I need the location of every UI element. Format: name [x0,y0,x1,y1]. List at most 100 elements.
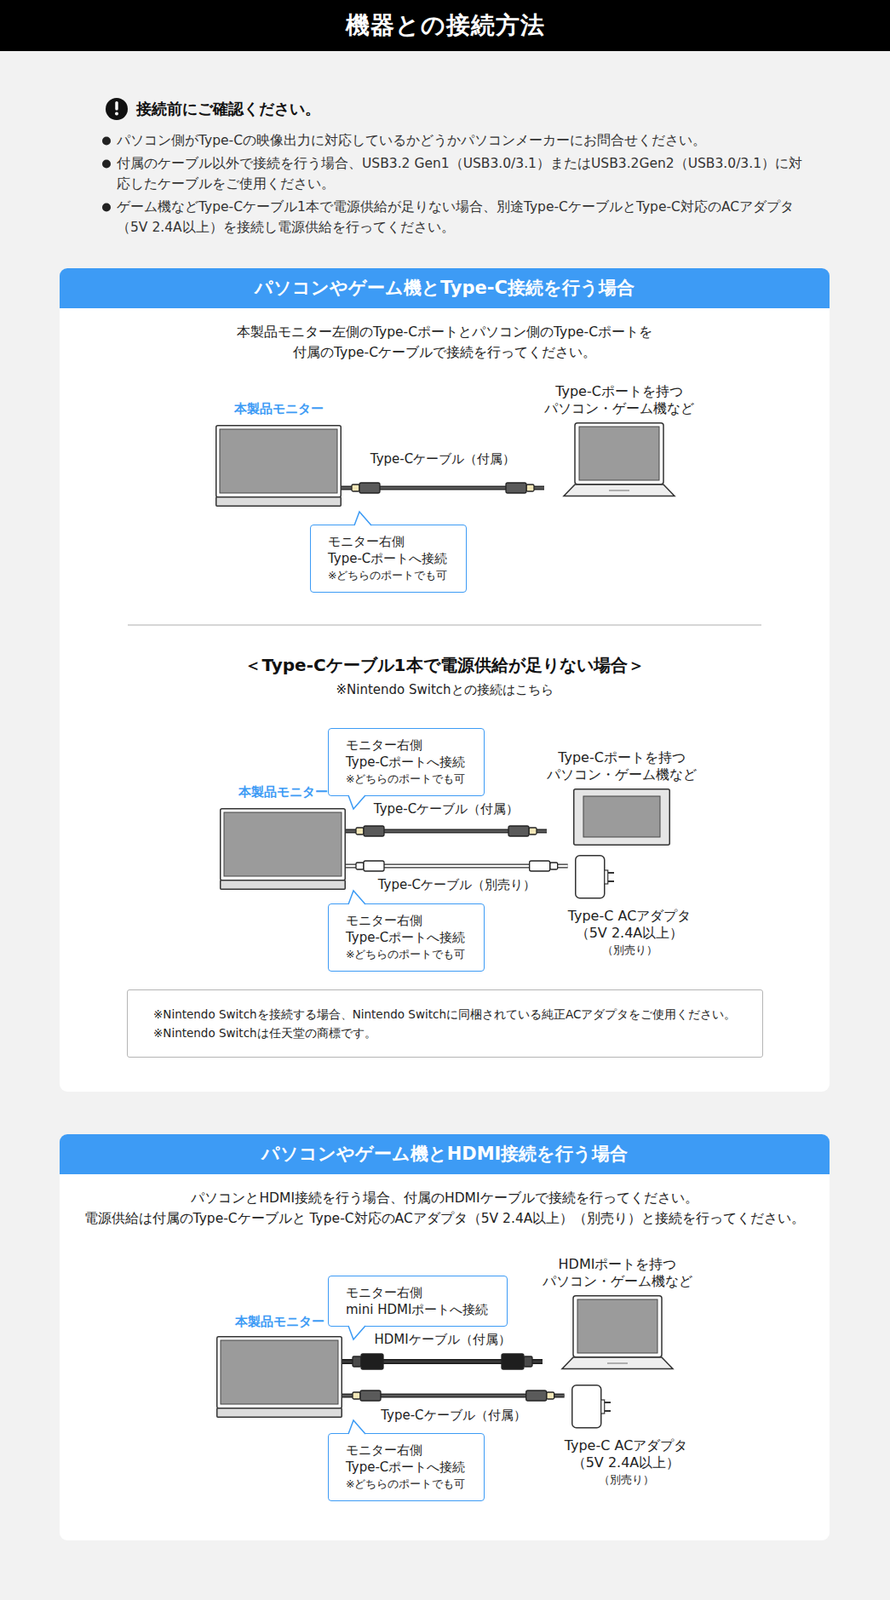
icon-dot [114,112,119,116]
pointer-fill [348,795,366,810]
plug-body [526,1390,547,1402]
laptop-screen [579,426,660,481]
adapter-picture [574,855,616,900]
monitor-frame [217,1337,343,1409]
callout-text: ※どちらのポートでも可 [345,770,466,788]
bullet-group [102,137,111,213]
callout-box: モニター右側Type-Cポートへ接続※どちらのポートでも可 [327,1433,485,1502]
icon-circle [105,97,128,121]
plug-body [363,861,385,872]
adapter-neck [601,1400,605,1414]
monitor-screen [219,429,338,494]
pointer-gap [355,523,371,527]
device-node: 本製品モニター [216,1313,343,1419]
device-label: （5V 2.4A以上） [568,924,692,942]
device-label: 本製品モニター [219,783,346,801]
bullet-dot [102,203,111,213]
pointer-gap [349,794,365,798]
pointer-outline [348,795,366,810]
plug-tip [526,484,534,492]
callout-text: モニター右側 [345,1284,489,1302]
cable-connector [342,1354,543,1370]
bullet-dot [102,160,111,169]
device-label: Type-Cポートを持つ [546,749,697,767]
device-label: Type-C ACアダプタ [568,907,692,925]
plug-tip [523,1356,533,1367]
edge-group [341,482,569,1402]
device-label: パソコン・ゲーム機など [546,766,697,784]
plug-tip [550,862,558,870]
plug-tip [528,827,537,835]
pointer-gap [349,1432,365,1436]
plug-body [361,1354,384,1370]
plug-tip [356,862,364,870]
cable-connector [342,1390,565,1402]
callout-text: モニター右側 [345,1441,466,1459]
callout-pointer [347,795,367,810]
page-title: 機器との接続方法 [0,0,890,52]
divider-line [127,624,762,626]
section-intro: 本製品モニター左側のType-Cポートとパソコン側のType-Cポートを [236,321,653,343]
callout-box: モニター右側Type-Cポートへ接続※どちらのポートでも可 [327,728,485,797]
section-intro: 付属のType-Cケーブルで接続を行ってください。 [292,342,597,363]
pointer-fill [348,1326,366,1340]
bullet-dot [102,137,111,146]
notice-bullet: 付属のケーブル以外で接続を行う場合、USB3.2 Gen1（USB3.0/3.1… [116,153,803,195]
plug-body [508,826,529,837]
callout-text: Type-Cポートへ接続 [345,1458,466,1476]
monitor-frame [220,809,346,881]
notice-bullet: ゲーム機などType-Cケーブル1本で電源供給が足りない場合、別途Type-Cケ… [116,196,803,238]
notice-bullet: パソコン側がType-Cの映像出力に対応しているかどうかパソコンメーカーにお問合… [116,130,803,151]
plug-body [359,482,380,494]
pointer-outline [348,1326,366,1340]
laptop-trackpad [608,489,630,492]
laptop-trackpad [607,1362,628,1365]
plug-tip [351,484,360,492]
callout-box: モニター右側mini HDMIポートへ接続 [327,1275,508,1327]
callout-text: Type-Cポートへ接続 [327,550,448,568]
callout-pointer [347,890,367,905]
note-box: ※Nintendo Switchを接続する場合、Nintendo Switchに… [126,989,764,1058]
monitor-bezel [216,497,342,507]
plug-tip [356,827,364,835]
adapter-prong [604,1401,611,1404]
adapter-prong [604,1410,611,1413]
laptop-lid [573,1296,662,1358]
device-node: Type-C ACアダプタ（5V 2.4A以上）（別売り） [564,1384,689,1489]
laptop-screen [577,1299,658,1354]
device-label: 本製品モニター [216,1313,343,1331]
monitor-picture [215,424,342,507]
pointer-outline [354,511,372,526]
pointer-outline [348,890,366,905]
device-label: （別売り） [568,941,692,959]
device-body [574,789,671,846]
laptop-base [562,1357,673,1370]
callout-pointer [347,1326,367,1341]
cable-label: Type-Cケーブル（付属） [368,800,524,818]
title-bar: 機器との接続方法 [0,0,890,52]
pointer-outline [348,1420,366,1435]
device-label: HDMIポートを持つ [542,1256,693,1274]
cable-label: Type-Cケーブル（付属） [375,1406,531,1424]
device-node: HDMIポートを持つパソコン・ゲーム機など [542,1256,693,1371]
callout-text: mini HDMIポートへ接続 [345,1301,489,1319]
section-header: パソコンやゲーム機とType-C接続を行う場合 [59,268,830,309]
cable-connector [345,826,547,837]
tablet-picture [573,788,671,846]
note-text: ※Nintendo Switchは任天堂の商標です。 [153,1023,737,1043]
section-intro: パソコンとHDMI接続を行う場合、付属のHDMIケーブルで接続を行ってください。 [190,1188,698,1209]
section-intro: 電源供給は付属のType-Cケーブルと Type-C対応のACアダプタ（5V 2… [84,1208,806,1229]
device-label: パソコン・ゲーム機など [542,1273,693,1291]
laptop-picture [561,1295,674,1371]
device-label: （別売り） [564,1471,689,1489]
icon-bar [114,101,118,111]
note-text: ※Nintendo Switchを接続する場合、Nintendo Switchに… [153,1004,737,1024]
device-node: 本製品モニター [215,400,342,507]
monitor-screen [223,812,342,877]
device-node: Type-C ACアダプタ（5V 2.4A以上）（別売り） [568,855,692,959]
callout-text: Type-Cポートへ接続 [345,929,466,947]
adapter-neck [604,870,609,885]
adapter-prong [608,872,615,874]
device-screen [583,796,661,838]
